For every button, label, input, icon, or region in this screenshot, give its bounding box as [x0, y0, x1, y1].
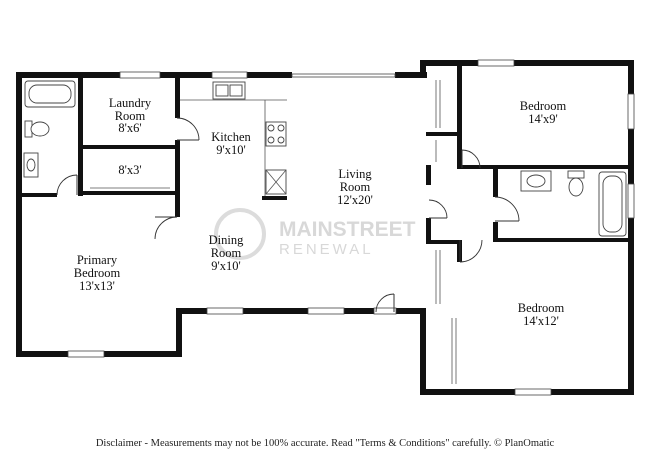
primary-bedroom-size: 13'x13' [79, 279, 115, 293]
fixtures [23, 80, 627, 237]
living-name-2: Room [340, 180, 371, 194]
toilet [567, 170, 585, 179]
living-name-1: Living [338, 167, 372, 181]
disclaimer-text: Disclaimer - Measurements may not be 100… [95, 438, 555, 449]
laundry-name-1: Laundry [109, 96, 152, 110]
dining-name-2: Room [211, 246, 242, 260]
primary-bedroom-name-1: Primary [77, 253, 118, 267]
laundry-name-2: Room [115, 109, 146, 123]
living-size: 12'x20' [337, 193, 373, 207]
kitchen-size: 9'x10' [216, 143, 246, 157]
bedroom-bottom-name: Bedroom [518, 301, 565, 315]
doors [56, 117, 520, 313]
bedroom-top-name: Bedroom [520, 99, 567, 113]
primary-bedroom-name-2: Bedroom [74, 266, 121, 280]
dining-size: 9'x10' [211, 259, 241, 273]
bedroom-top-size: 14'x9' [528, 112, 558, 126]
room-labels: Laundry Room 8'x6' 8'x3' Kitchen 9'x10' … [74, 96, 567, 328]
watermark: MAINSTREET RENEWAL [214, 208, 416, 260]
watermark-line2: RENEWAL [279, 241, 374, 258]
laundry-size: 8'x6' [118, 121, 141, 135]
bedroom-bottom-size: 14'x12' [523, 314, 559, 328]
kitchen-name: Kitchen [211, 130, 251, 144]
closet-doors [90, 80, 457, 384]
watermark-line1: MAINSTREET [279, 218, 416, 241]
windows [67, 59, 635, 396]
dining-name-1: Dining [209, 233, 244, 247]
closet-size: 8'x3' [118, 163, 141, 177]
